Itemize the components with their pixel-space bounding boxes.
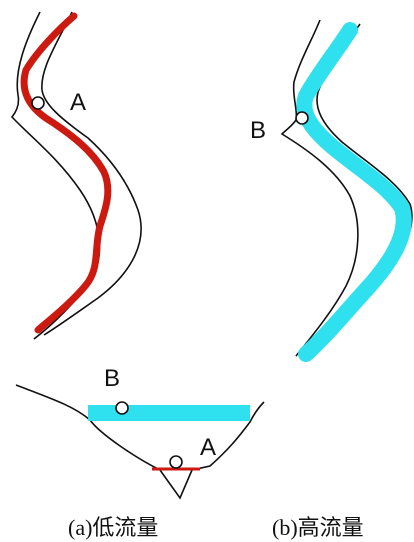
caption-high-flow: (b)高流量	[272, 515, 364, 540]
high-flow-plan: B	[250, 19, 413, 362]
low-flow-right-bank	[41, 11, 142, 336]
section-point-b-marker	[115, 401, 129, 415]
section-point-b-label: B	[104, 365, 120, 392]
point-a-marker	[31, 96, 45, 110]
point-b-label: B	[250, 117, 266, 144]
section-point-a-label: A	[200, 434, 216, 461]
point-a-label: A	[70, 89, 86, 116]
high-flow-left-bank	[280, 19, 359, 357]
caption-low-flow: (a)低流量	[68, 515, 158, 540]
point-b-marker	[295, 111, 309, 125]
high-flow-channel	[296, 22, 412, 362]
low-flow-channel	[20, 12, 112, 334]
cross-section-profile	[15, 384, 265, 500]
low-flow-plan: A	[10, 11, 142, 340]
cross-section: B A	[15, 365, 265, 500]
section-point-a-marker	[169, 455, 183, 469]
